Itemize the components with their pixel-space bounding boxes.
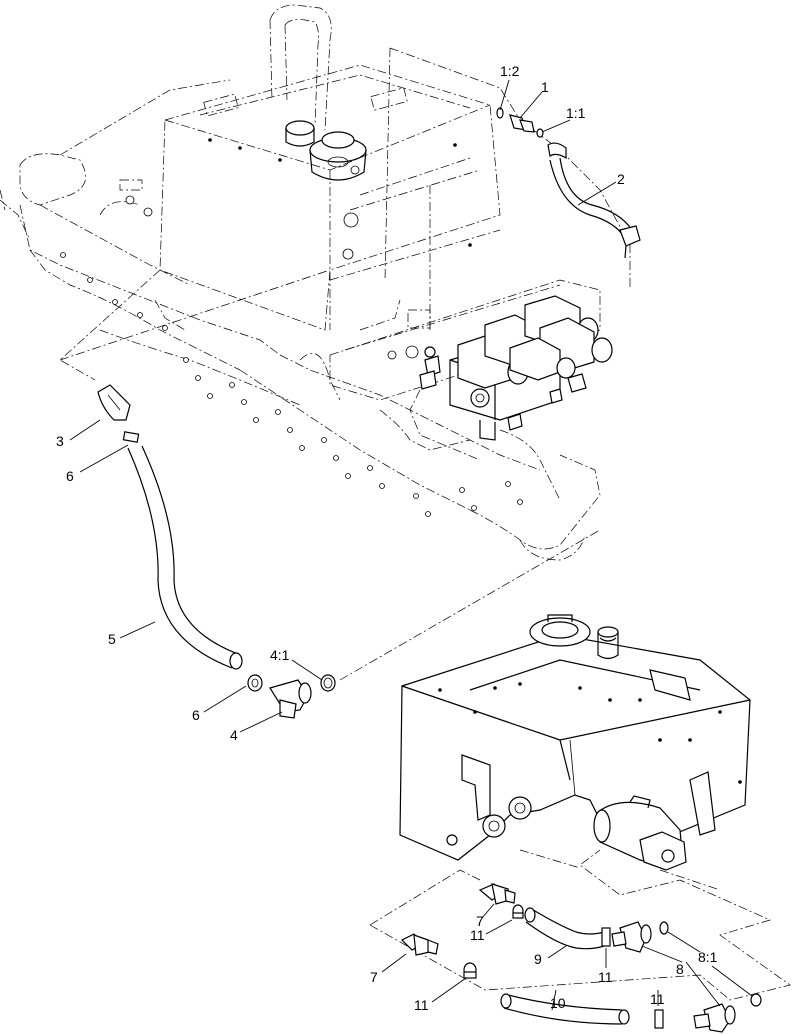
callout-1-2: 1:2 [500, 63, 520, 79]
leader-lines [69, 79, 753, 1011]
clamp-6-bottom [247, 674, 263, 692]
callout-8: 8 [676, 961, 684, 977]
fitting-8-top [611, 921, 652, 953]
valve-bank [329, 279, 613, 501]
hose-2-assembly [384, 47, 641, 330]
hydraulic-pump [593, 795, 687, 871]
o-ring-4-1 [320, 674, 336, 692]
valve-fittings [387, 345, 587, 431]
clamp-11-c [463, 962, 477, 979]
callout-labels: 1:2 1 1:1 2 3 6 5 4:1 6 4 7 11 9 11 8 8:… [56, 63, 718, 1013]
clamp-11-d [654, 1009, 664, 1029]
o-ring-8-1-bottom [750, 993, 762, 1007]
upper-frame [0, 4, 601, 561]
callout-9: 9 [534, 951, 542, 967]
hose-5-assembly [59, 269, 601, 719]
hose-2 [547, 142, 641, 259]
lower-tank [399, 614, 751, 861]
hose-10 [500, 993, 630, 1025]
callout-3: 3 [56, 433, 64, 449]
callout-7-top: 7 [476, 913, 484, 929]
callout-1: 1 [541, 79, 549, 95]
callout-4-1: 4:1 [270, 647, 290, 663]
fitting-3 [97, 384, 131, 421]
o-ring-1-1 [536, 128, 544, 138]
solenoid-valves [457, 295, 613, 389]
callout-6-top: 6 [66, 468, 74, 484]
callout-11-a: 11 [470, 927, 485, 943]
hydraulic-tank-upper [99, 64, 501, 331]
lower-hose-assembly [369, 849, 791, 1033]
clamp-11-a [512, 904, 524, 919]
tank-ports [446, 796, 532, 846]
fitting-7-bottom [400, 933, 439, 956]
hose-5 [127, 445, 243, 670]
callout-2: 2 [617, 171, 625, 187]
tank-breather-cap [285, 120, 367, 181]
clamp-11-b [601, 927, 611, 947]
callout-11-b: 11 [598, 969, 613, 985]
o-ring-8-1-top [659, 921, 669, 935]
callout-6-bottom: 6 [192, 707, 200, 723]
callout-11-c: 11 [414, 997, 429, 1013]
callout-8-1: 8:1 [698, 949, 718, 965]
o-ring-1-2 [496, 107, 504, 119]
callout-10: 10 [550, 995, 566, 1011]
fitting-4 [269, 679, 312, 719]
frame-holes [60, 252, 523, 517]
callout-11-d: 11 [650, 991, 665, 1007]
fitting-1 [509, 114, 535, 133]
fitting-8-bottom [693, 1003, 736, 1033]
callout-4: 4 [230, 727, 238, 743]
hose-9 [524, 907, 605, 950]
callout-5: 5 [108, 631, 116, 647]
fitting-7-top [478, 883, 516, 905]
callout-7-bottom: 7 [370, 969, 378, 985]
callout-1-1: 1:1 [566, 105, 586, 121]
clamp-6-top [122, 431, 140, 443]
